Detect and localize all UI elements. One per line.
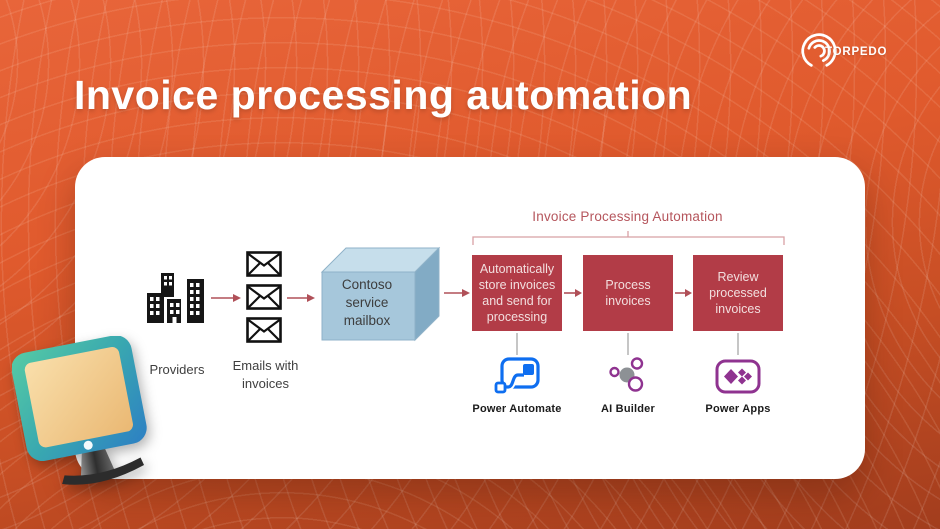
- brand-logo: TORPEDO: [798, 30, 887, 72]
- step-box-process-invoices: Process invoices: [583, 255, 673, 331]
- power-automate-label: Power Automate: [472, 403, 562, 415]
- connector-line: [516, 333, 518, 355]
- torpedo-logo-icon: [801, 33, 837, 69]
- group-bracket: [472, 231, 785, 245]
- emails-label: Emails with invoices: [232, 358, 299, 391]
- providers-label: Providers: [149, 362, 205, 377]
- connector-line: [737, 333, 739, 355]
- connector-line: [627, 333, 629, 355]
- page-title: Invoice processing automation: [74, 72, 693, 118]
- power-apps-label: Power Apps: [705, 403, 771, 415]
- computer-monitor-illustration: [12, 336, 147, 485]
- group-title: Invoice Processing Automation: [532, 209, 723, 224]
- diagram-card: Providers Emails with invoices Contoso s…: [75, 157, 865, 479]
- brand-name: TORPEDO: [825, 46, 888, 58]
- flow-arrow: [287, 294, 315, 302]
- envelope-icon: [246, 284, 282, 310]
- flow-arrow: [675, 289, 692, 297]
- ai-builder-label: AI Builder: [601, 403, 655, 415]
- envelope-icon: [246, 317, 282, 343]
- envelope-icon: [246, 251, 282, 277]
- buildings-icon: [147, 273, 204, 323]
- mailbox-cube-icon: [320, 246, 441, 342]
- power-apps-icon: [715, 359, 761, 394]
- step-box-review-invoices: Review processed invoices: [693, 255, 783, 331]
- mailbox-label: Contoso service mailbox: [341, 276, 393, 329]
- step-box-store-invoices: Automatically store invoices and send fo…: [472, 255, 562, 331]
- flow-arrow: [211, 294, 241, 302]
- flow-arrow: [444, 289, 470, 297]
- power-automate-icon: [494, 357, 540, 394]
- flow-arrow: [564, 289, 582, 297]
- ai-builder-icon: [609, 357, 644, 392]
